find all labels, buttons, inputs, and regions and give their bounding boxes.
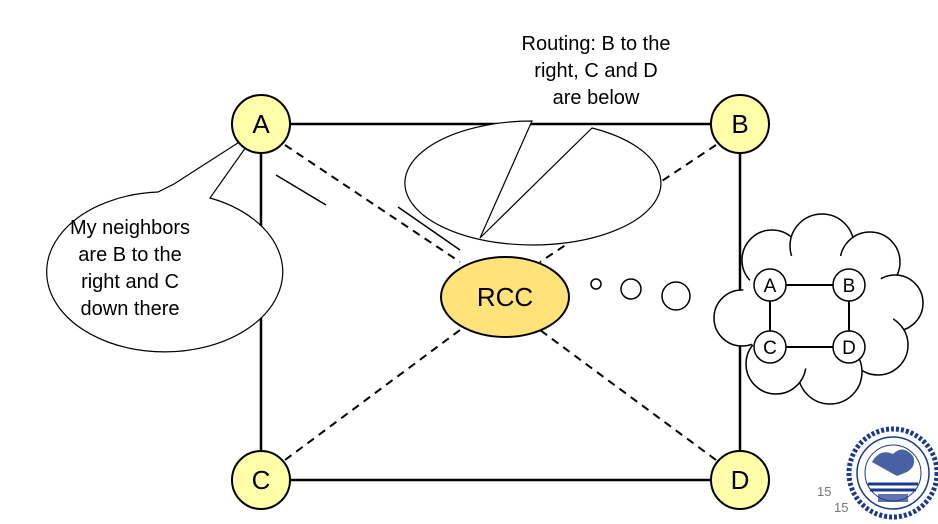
mini-node-c-label: C <box>763 338 777 359</box>
mini-node-c <box>753 330 787 364</box>
node-c-circle <box>231 450 291 510</box>
left-speech-bubble <box>46 129 284 353</box>
control-link-rcc-c <box>284 329 461 461</box>
top-speech-bubble <box>404 120 662 246</box>
top-bubble-line-2: right, C and D <box>534 60 657 82</box>
university-seal-icon <box>846 426 938 520</box>
message-line-1 <box>275 174 327 206</box>
node-c-label: C <box>252 465 271 495</box>
top-bubble-line-1: Routing: B to the <box>522 33 671 55</box>
thought-map: A B C D <box>753 268 866 364</box>
left-bubble-line-4: down there <box>81 298 180 320</box>
mini-node-b <box>832 268 866 302</box>
node-a-circle <box>231 94 291 154</box>
top-bubble-text: Routing: B to the right, C and D are bel… <box>522 33 671 109</box>
thought-dot-medium <box>620 278 642 300</box>
node-a: A <box>231 94 291 154</box>
control-link-rcc-a <box>284 144 461 263</box>
page-number: 15 <box>817 484 832 499</box>
top-bubble-line-3: are below <box>553 87 640 109</box>
left-bubble-text: My neighbors are B to the right and C do… <box>70 217 190 320</box>
thought-dot-large <box>661 281 691 311</box>
rcc-label: RCC <box>477 282 533 312</box>
left-bubble-line-3: right and C <box>81 271 179 293</box>
thought-cloud <box>713 213 924 405</box>
mini-node-d <box>832 330 866 364</box>
page-number-secondary: 15 <box>834 500 849 515</box>
left-bubble-line-2: are B to the <box>78 244 181 266</box>
node-b-circle <box>710 94 770 154</box>
message-line-2 <box>397 206 461 251</box>
rcc-controller: RCC <box>440 256 570 338</box>
left-bubble-line-1: My neighbors <box>70 217 190 239</box>
node-c: C <box>231 450 291 510</box>
mini-node-a-label: A <box>764 276 777 297</box>
node-d: D <box>710 450 770 510</box>
node-b-label: B <box>731 109 748 139</box>
node-d-label: D <box>731 465 750 495</box>
thought-dot-small <box>590 278 602 290</box>
node-b: B <box>710 94 770 154</box>
rcc-ellipse <box>440 256 570 338</box>
mini-node-a <box>753 268 787 302</box>
mini-node-b-label: B <box>843 276 856 297</box>
control-link-rcc-d <box>539 329 717 461</box>
node-d-circle <box>710 450 770 510</box>
mini-node-d-label: D <box>842 338 856 359</box>
node-a-label: A <box>252 109 270 139</box>
